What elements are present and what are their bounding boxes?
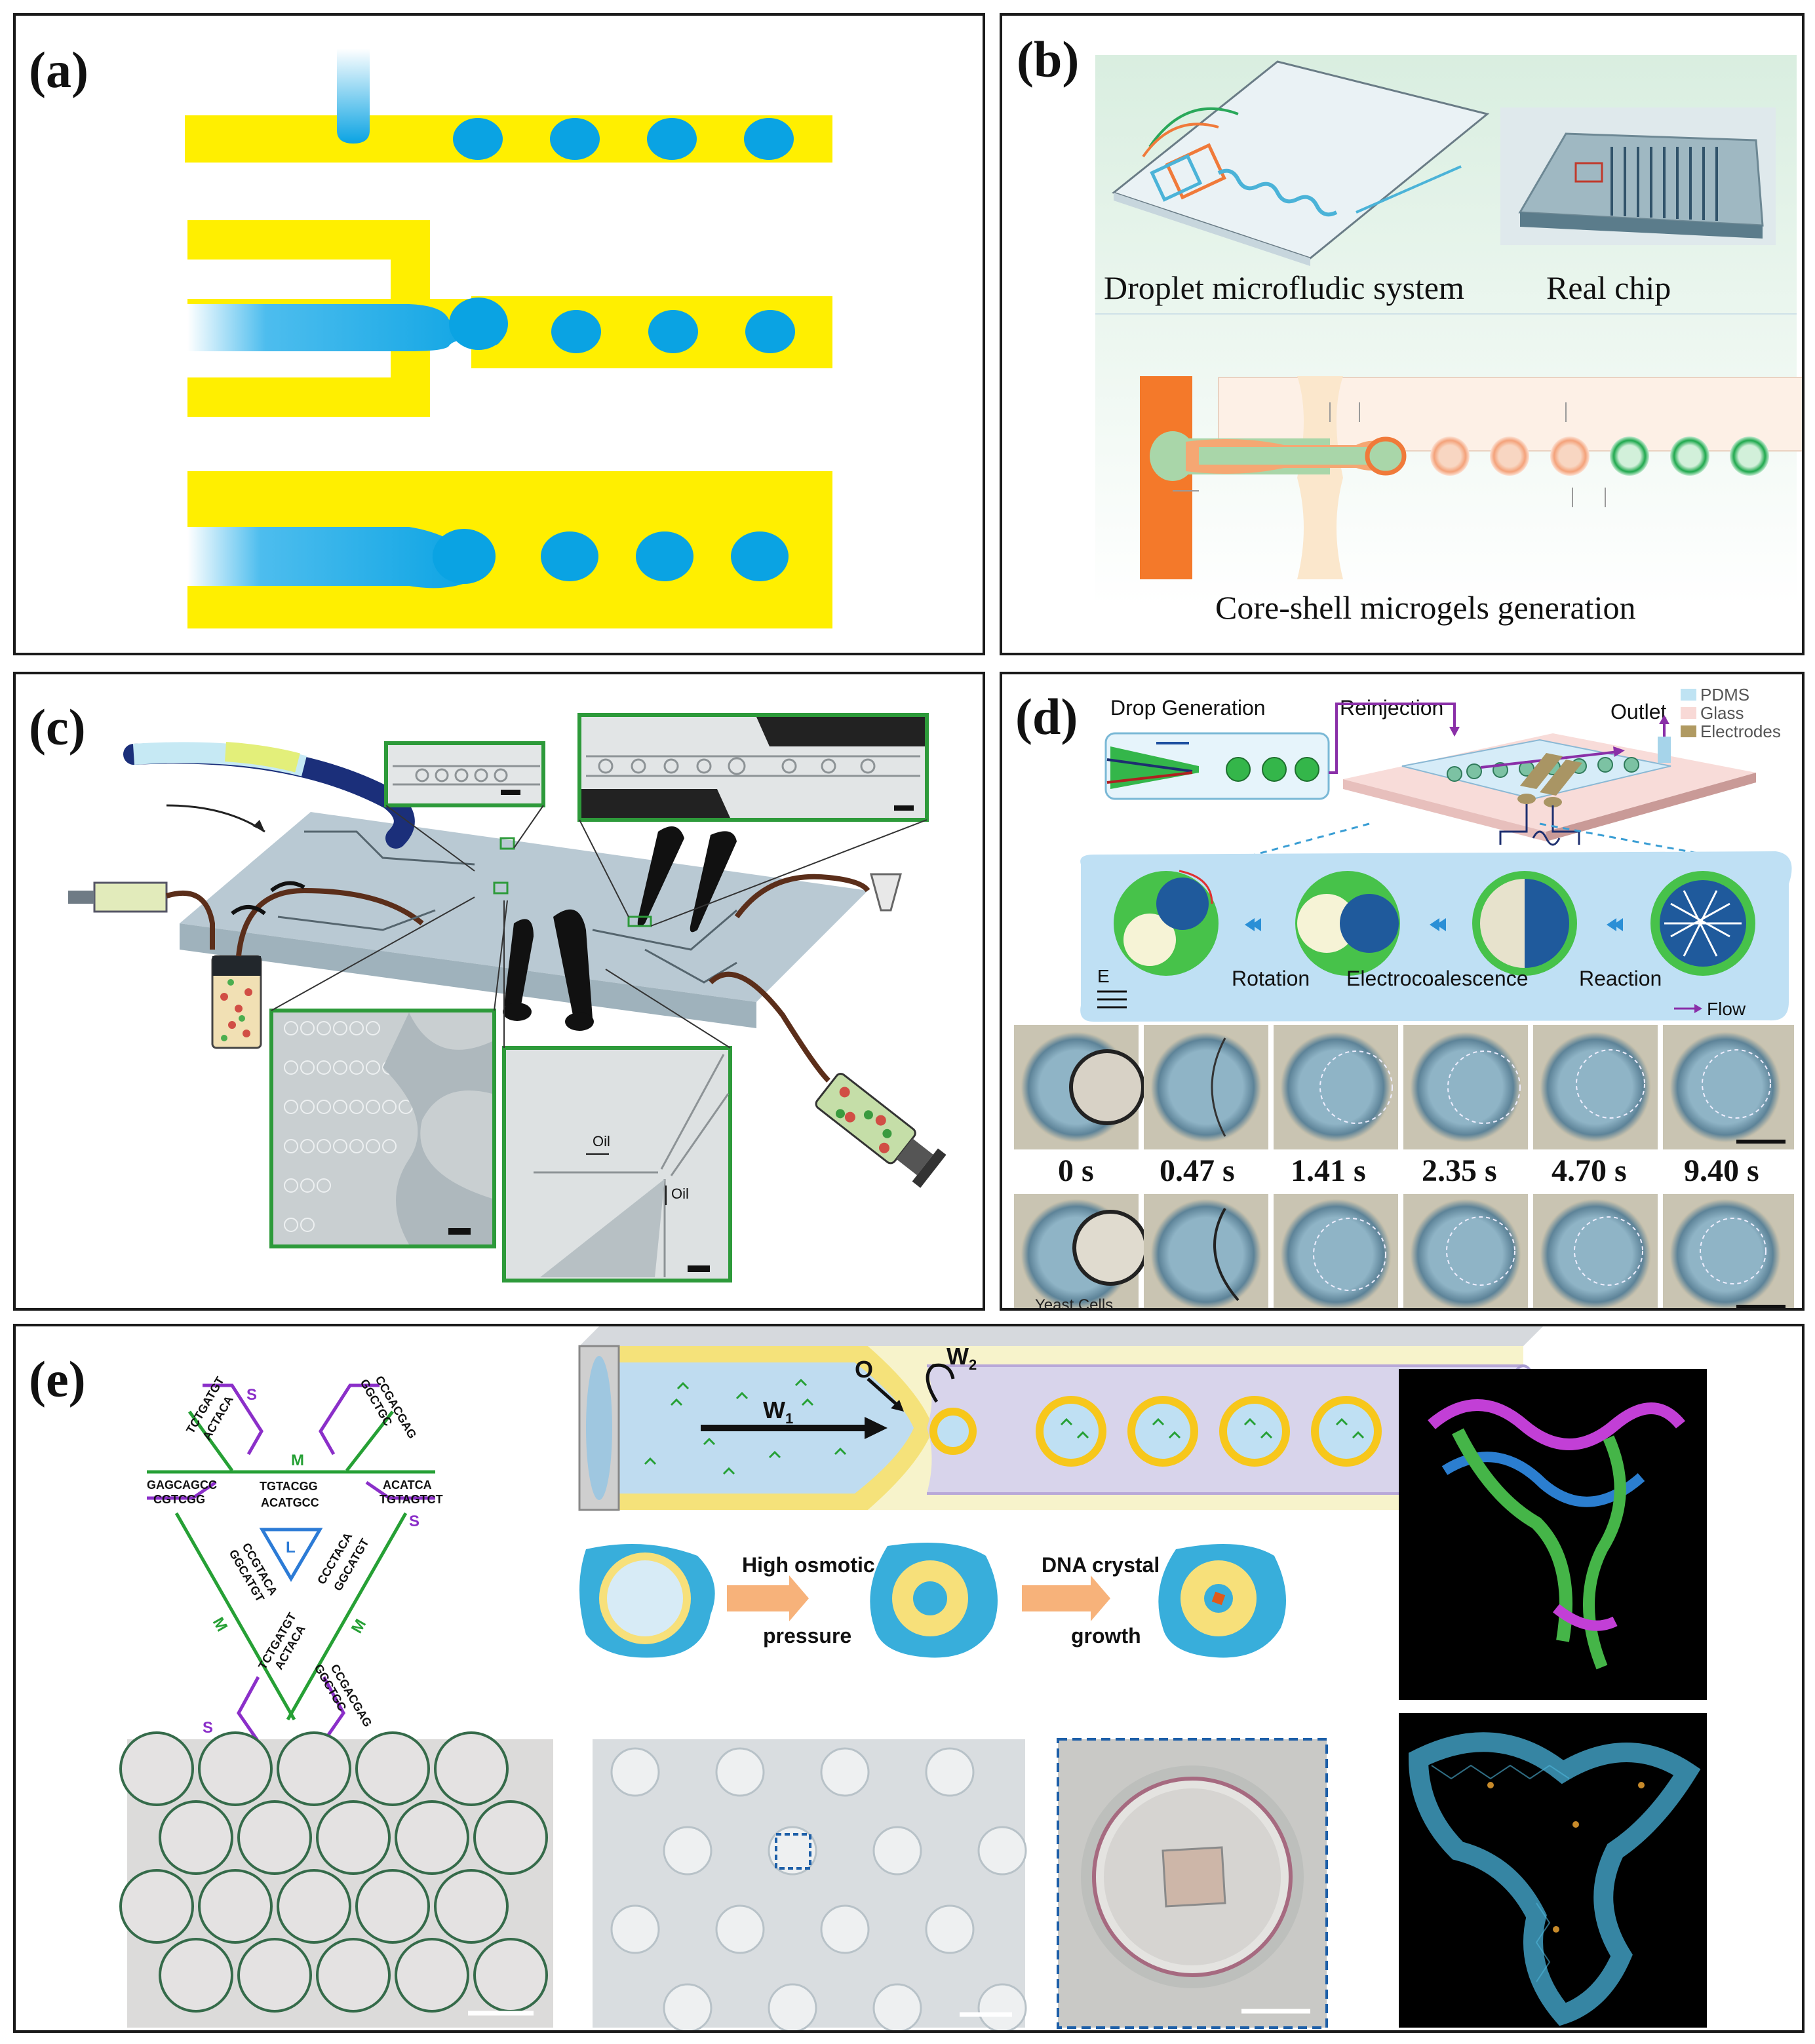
panel-a: (a) — [13, 13, 985, 655]
droplet-generation-geometries — [185, 48, 832, 628]
frames-row-2 — [1014, 1194, 1794, 1308]
time-4: 4.70 s — [1552, 1153, 1627, 1188]
seq-center-2: ACATGCC — [261, 1496, 319, 1509]
caption-core-shell: Core-shell microgels generation — [1215, 589, 1635, 626]
micrograph-crystals — [593, 1739, 1027, 2030]
process-droplet-1 — [1114, 870, 1219, 976]
strand-s-bottom: S — [203, 1719, 213, 1737]
co-flow-channel — [187, 471, 832, 628]
time-2: 1.41 s — [1291, 1153, 1366, 1188]
panel-label-d: (d) — [1015, 688, 1078, 745]
seq-mr-1: ACATCA — [383, 1478, 432, 1492]
coalescence-time-series: Yeast Cells — [1014, 1025, 1794, 1311]
droplet-system-illustration: Droplet microfludic system Real chip — [1095, 55, 1802, 626]
panel-c: (c) — [13, 672, 985, 1311]
caption-real-chip: Real chip — [1546, 269, 1671, 306]
label-yeast-cells: Yeast Cells — [1035, 1296, 1113, 1311]
step-electrocoalescence: Electrocoalescence — [1346, 967, 1528, 990]
process-droplet-3 — [1472, 871, 1577, 976]
panel-label-e: (e) — [29, 1351, 86, 1408]
microfluidic-chip-setup: Oil Oil — [68, 713, 947, 1282]
label-w1-letter: W — [763, 1397, 785, 1423]
electrocoalescence-schematic: Drop Generation Reinjection Outlet PDMS … — [1080, 685, 1792, 1022]
strand-l: L — [286, 1539, 296, 1556]
real-chip-photo — [1500, 107, 1776, 245]
dna-tensegrity-triangle: S M S L S M M TCTGATGT ACTACA GGCTGC CCG… — [147, 1374, 443, 1757]
panel-label-c: (c) — [29, 699, 86, 756]
micrograph-zoom-crystal — [1057, 1738, 1328, 2029]
seq-ml-2: CGTCGG — [153, 1493, 205, 1506]
step-rotation: Rotation — [1232, 967, 1310, 990]
step2-line1: DNA crystal — [1042, 1553, 1160, 1577]
label-w2: W2 — [947, 1343, 977, 1373]
time-0: 0 s — [1058, 1153, 1094, 1188]
frames-row-1 — [1014, 1025, 1794, 1149]
legend-glass: Glass — [1700, 703, 1744, 723]
panel-b: (b) Droplet microfl — [1000, 13, 1805, 655]
strand-m-right: M — [348, 1616, 370, 1636]
strand-s-right: S — [409, 1513, 420, 1530]
capillary-device: W1 O W2 — [578, 1326, 1543, 1511]
label-w1-sub: 1 — [785, 1410, 793, 1427]
panel-d: (d) Drop Generation Reinjection Outlet P… — [1000, 672, 1805, 1311]
legend-pdms: PDMS — [1700, 685, 1749, 704]
legend-electrodes: Electrodes — [1700, 722, 1781, 741]
seq-ml-1: GAGCAGCC — [147, 1478, 217, 1492]
oil-label-1: Oil — [593, 1133, 610, 1149]
label-w2-letter: W — [947, 1343, 969, 1370]
label-w2-sub: 2 — [969, 1357, 977, 1373]
panel-e: (e) S M S L S M M TCTGATGT — [13, 1324, 1805, 2033]
step1-line1: High osmotic — [742, 1553, 875, 1577]
label-flow: Flow — [1707, 999, 1746, 1019]
label-reinjection: Reinjection — [1340, 696, 1443, 720]
panel-label-a: (a) — [29, 41, 88, 98]
step-reaction: Reaction — [1579, 967, 1662, 990]
process-droplet-4 — [1650, 871, 1755, 976]
dna-structure-ribbon — [1399, 1369, 1707, 1700]
osmotic-crystallization-process: High osmotic pressure DNA crystal growth — [579, 1543, 1286, 1658]
step1-line2: pressure — [763, 1624, 851, 1648]
seq-mr-2: TGTAGTCT — [380, 1493, 443, 1506]
dna-triangle-crystallization: S M S L S M M TCTGATGT ACTACA GGCTGC CCG… — [119, 1326, 1707, 2030]
panel-label-b: (b) — [1017, 31, 1080, 88]
label-e-field: E — [1097, 966, 1110, 986]
strand-m-top: M — [291, 1452, 304, 1469]
time-3: 2.35 s — [1422, 1153, 1497, 1188]
oil-label-2: Oil — [671, 1186, 689, 1202]
label-outlet: Outlet — [1610, 700, 1666, 723]
micrograph-droplet-array — [119, 1731, 553, 2028]
label-w1: W1 — [763, 1397, 793, 1427]
time-1: 0.47 s — [1160, 1153, 1235, 1188]
electron-density-map — [1399, 1713, 1707, 2028]
time-5: 9.40 s — [1684, 1153, 1759, 1188]
core-shell-generation-channel — [1140, 376, 1802, 579]
t-junction — [185, 48, 832, 163]
seq-center-1: TGTACGG — [260, 1480, 318, 1493]
process-droplet-2 — [1295, 871, 1400, 976]
step2-line2: growth — [1071, 1624, 1141, 1648]
strand-s-top: S — [246, 1386, 257, 1404]
label-drop-generation: Drop Generation — [1110, 696, 1266, 720]
strand-m-left: M — [209, 1615, 231, 1635]
caption-droplet-system: Droplet microfludic system — [1104, 269, 1464, 306]
flow-focusing-junction — [187, 220, 832, 417]
label-o: O — [855, 1356, 873, 1383]
